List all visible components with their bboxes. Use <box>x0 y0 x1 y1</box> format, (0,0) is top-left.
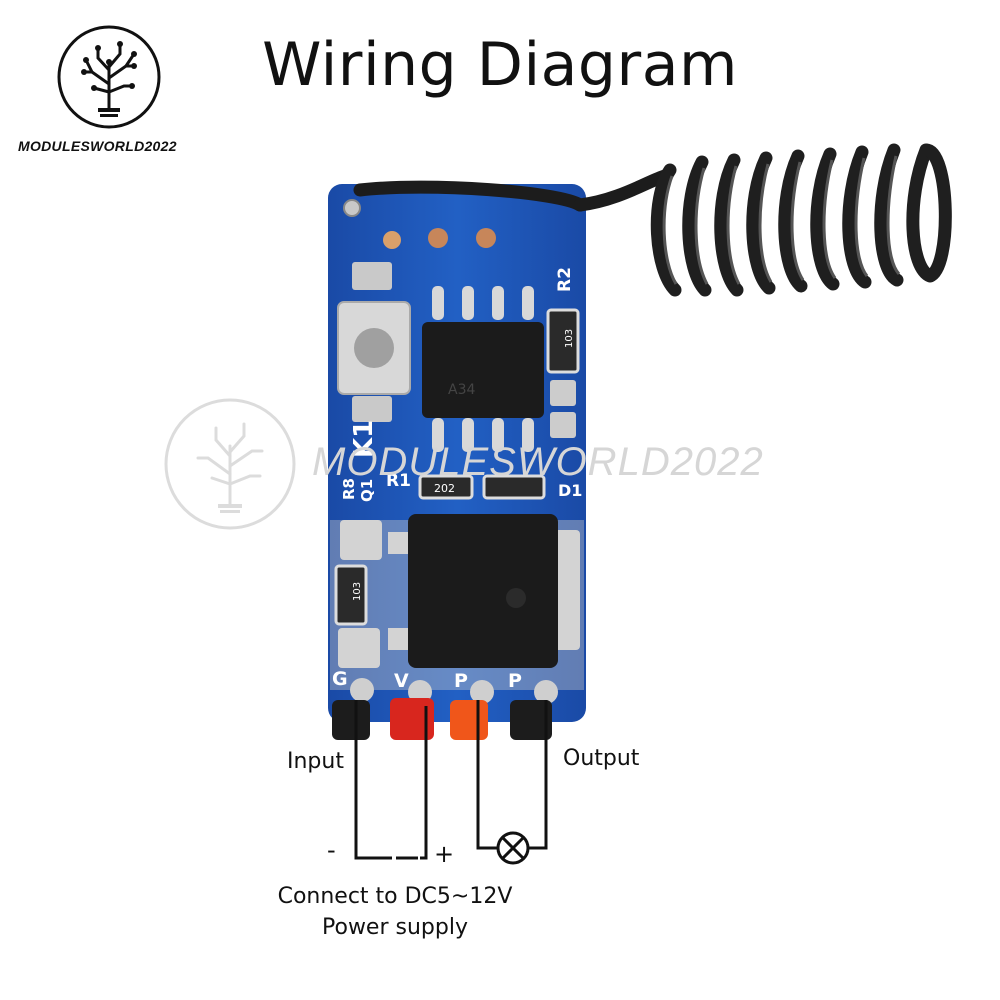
silk-d1: D1 <box>558 481 582 500</box>
resistor-202-label: 202 <box>434 482 455 495</box>
wire-p-black <box>510 700 552 740</box>
terminal-pads <box>350 678 558 704</box>
silk-p2: P <box>508 670 522 692</box>
silk-p1: P <box>454 670 468 692</box>
led-d1 <box>482 474 546 500</box>
resistor-103-bottom <box>334 564 368 626</box>
wire-ground-black <box>332 700 370 740</box>
minus-label: - <box>327 836 336 864</box>
silk-r1: R1 <box>386 471 411 491</box>
silk-k1: K1 <box>349 420 379 458</box>
line-output-right <box>528 700 548 850</box>
silk-q1: Q1 <box>358 479 376 502</box>
wire-p-orange <box>450 700 488 740</box>
line-positive <box>420 706 428 860</box>
silk-v: V <box>394 670 409 692</box>
resistor-202 <box>418 474 474 500</box>
ic-marking: A34 <box>448 382 475 398</box>
resistor-103-top-label: 103 <box>564 329 575 348</box>
brand-logo <box>57 25 161 129</box>
lamp-symbol <box>496 831 530 865</box>
schematic-lines <box>354 700 548 860</box>
brand-name: MODULESWORLD2022 <box>18 138 177 154</box>
watermark-text: MODULESWORLD2022 <box>312 440 764 484</box>
watermark-logo <box>164 398 296 530</box>
power-connect-label: Connect to DC5~12V <box>277 884 513 909</box>
output-label: Output <box>563 746 640 771</box>
antenna-coil <box>650 143 952 297</box>
page-title: Wiring Diagram <box>262 30 738 100</box>
ic-chip: A34 <box>422 286 544 452</box>
silk-g: G <box>332 668 348 690</box>
plus-label: + <box>434 840 455 868</box>
resistor-103-bottom-label: 103 <box>352 582 363 601</box>
power-supply-label: Power supply <box>322 915 468 940</box>
silk-r2: R2 <box>555 267 575 292</box>
mosfet-chip <box>408 514 558 668</box>
line-negative <box>354 700 392 860</box>
line-output-left <box>476 700 498 850</box>
input-label: Input <box>287 749 344 774</box>
wire-vcc-red <box>390 698 434 740</box>
resistor-103-top <box>546 308 580 374</box>
silk-r8: R8 <box>340 478 358 500</box>
